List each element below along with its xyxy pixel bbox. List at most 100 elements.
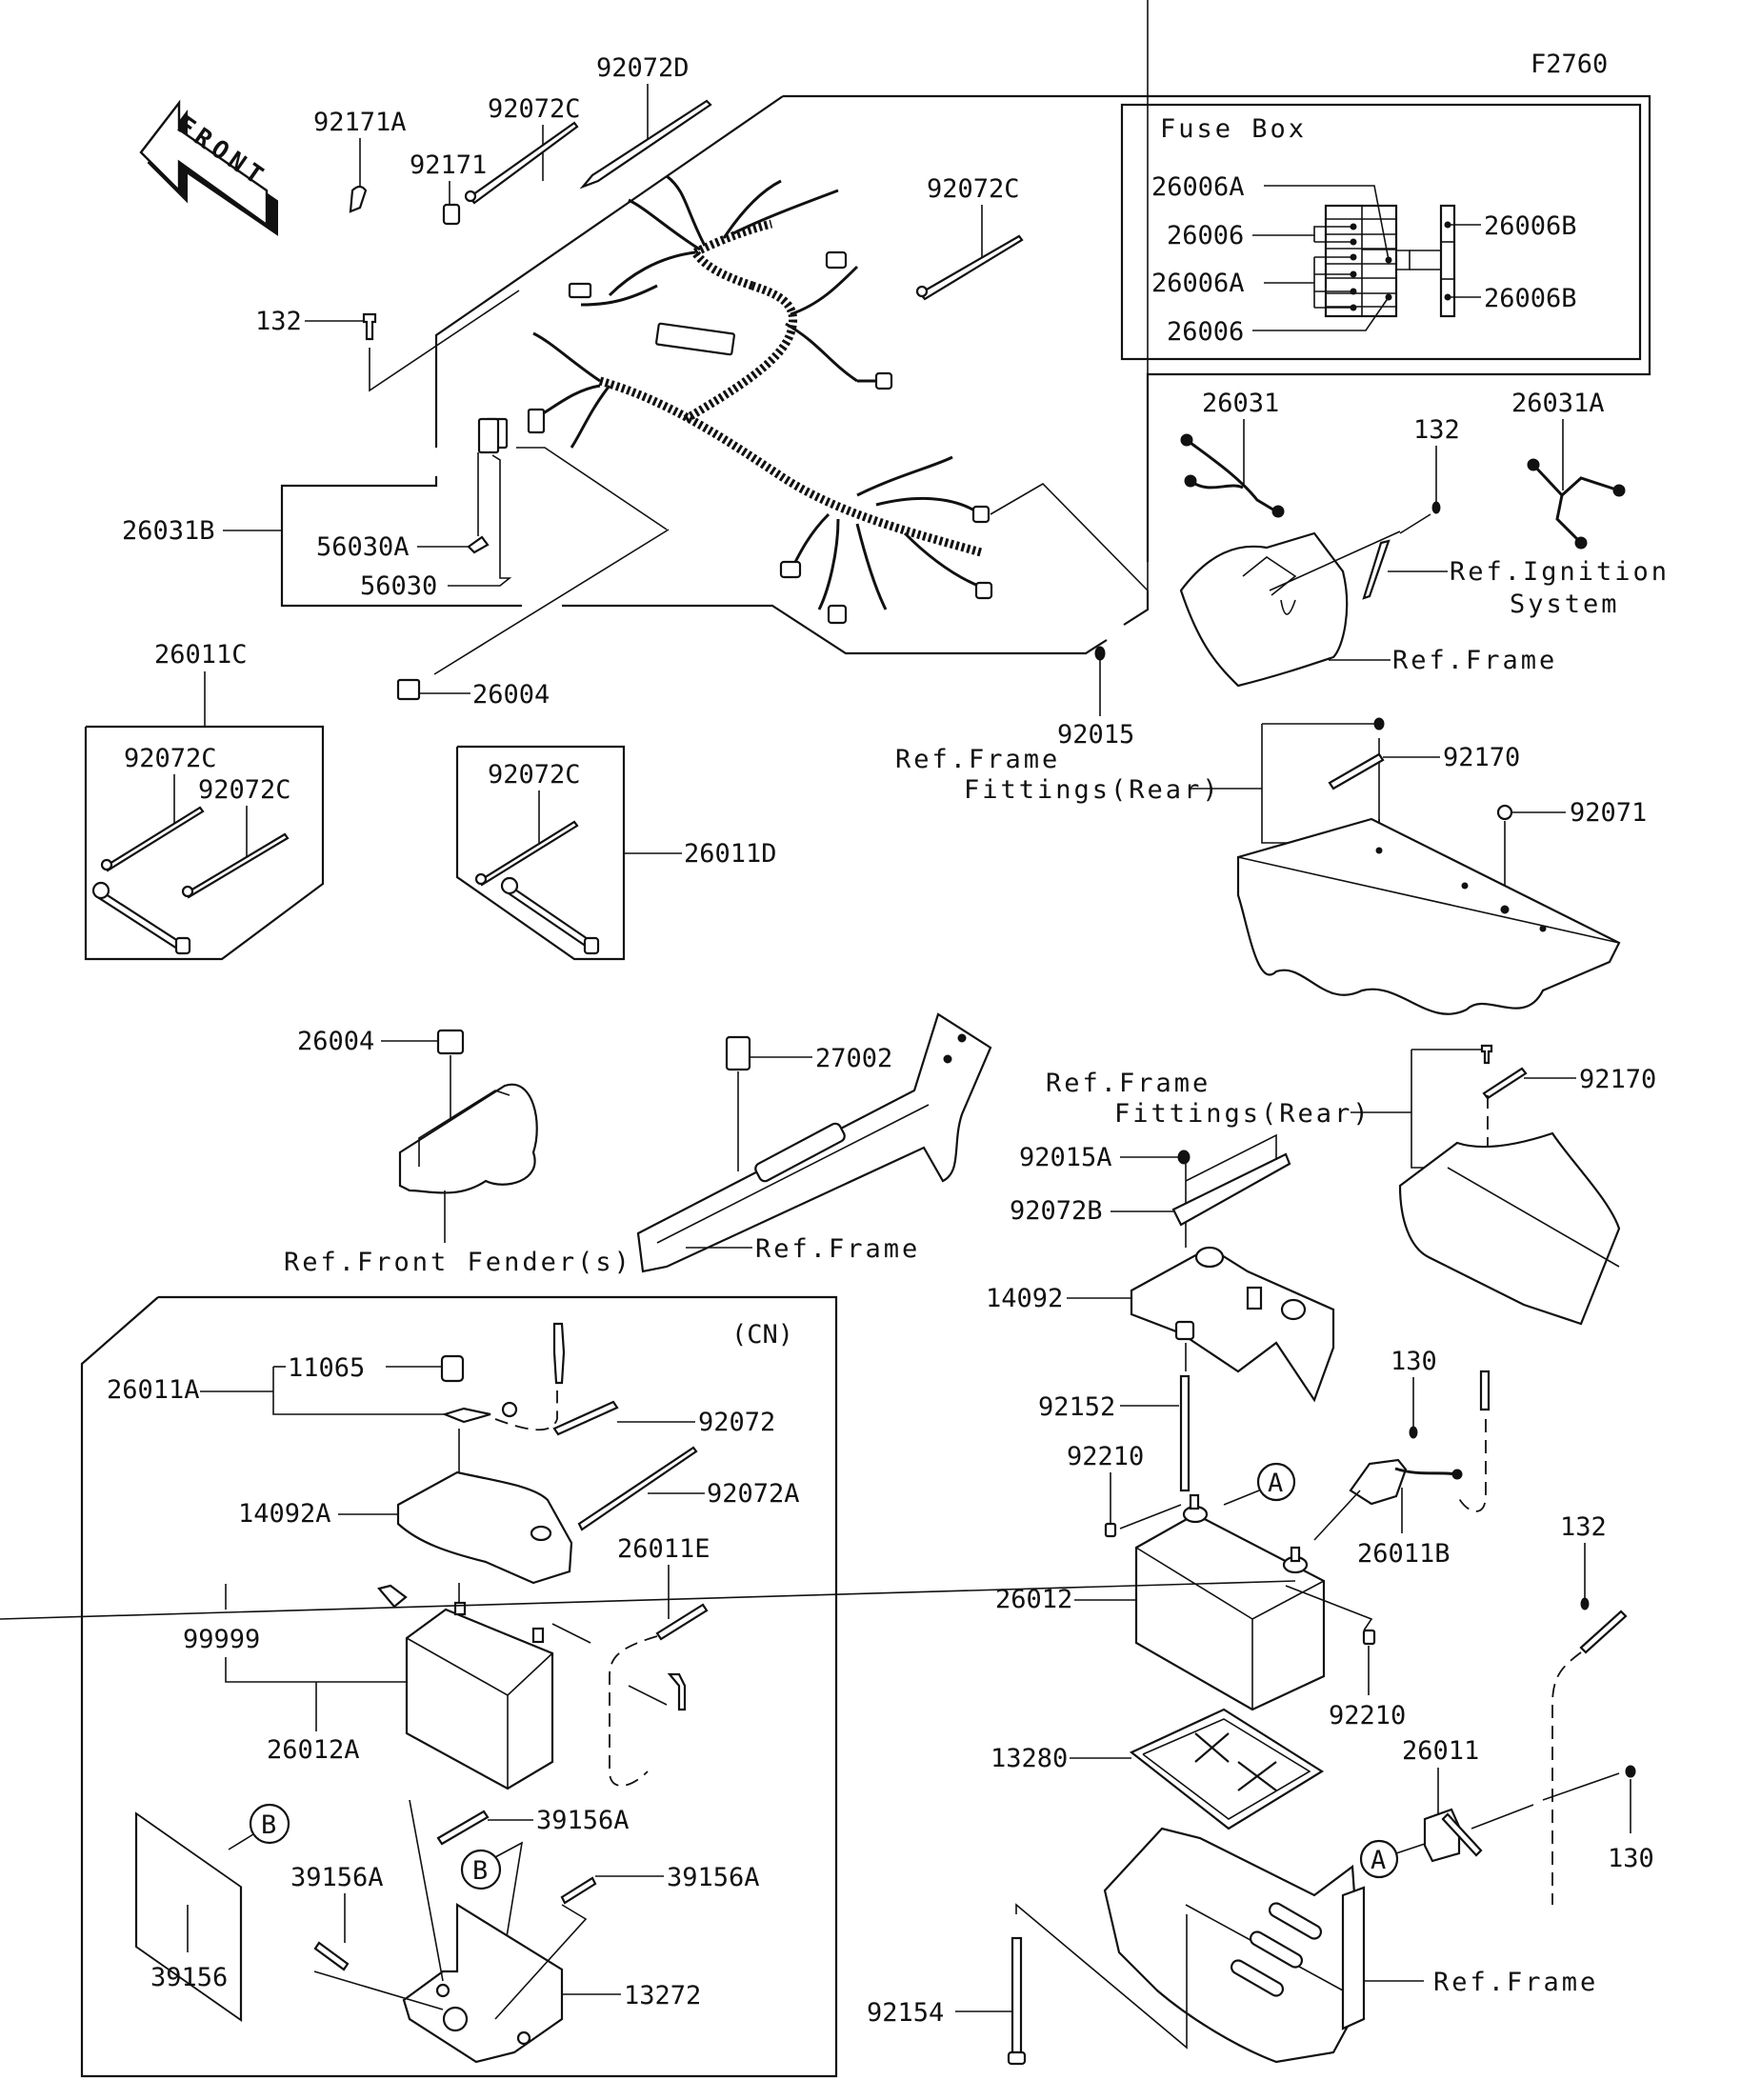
ref-front-fender: Ref.Front Fender(s) xyxy=(284,1248,632,1277)
label-sticker-99999-icon xyxy=(377,1584,408,1609)
bolt-92154-icon xyxy=(1011,1936,1023,2054)
label-99999: 99999 xyxy=(183,1625,260,1654)
label-56030A: 56030A xyxy=(316,532,410,562)
top-small-parts: 92171A 92072D 92072C 92171 132 92072C xyxy=(255,53,1024,392)
kit-26011D: 92072C 26011D xyxy=(455,745,777,961)
relay-27002-icon xyxy=(725,1035,751,1071)
label-92071: 92071 xyxy=(1570,798,1647,828)
nut-92071-icon xyxy=(1496,804,1513,821)
battery-26012-icon xyxy=(1134,1512,1326,1711)
fuse-box-title: Fuse Box xyxy=(1160,114,1307,144)
harness-group-labels: 26031B 56030A 56030 26004 92015 xyxy=(122,417,1134,750)
label-26006A-1: 26006A xyxy=(1151,172,1245,202)
label-92210-bottom: 92210 xyxy=(1329,1701,1406,1730)
label-26011A: 26011A xyxy=(107,1375,200,1405)
ref-ignition-system-line1: Ref.Ignition xyxy=(1450,557,1670,587)
label-92171A: 92171A xyxy=(313,108,407,137)
label-92072: 92072 xyxy=(698,1408,775,1437)
terminal-cover-26011B-icon xyxy=(1349,1458,1408,1506)
ref-ignition-system-line2: System xyxy=(1510,590,1620,619)
label-26006-2: 26006 xyxy=(1167,317,1244,347)
tie-92170-lower-icon xyxy=(1482,1067,1528,1100)
cover-14092A-icon xyxy=(396,1470,573,1585)
label-26004-top: 26004 xyxy=(472,680,550,710)
battery-holder-14092-icon xyxy=(1130,1246,1335,1403)
label-27002: 27002 xyxy=(815,1044,892,1073)
frame-bracket-icon xyxy=(1179,531,1349,688)
cn-region-label: (CN) xyxy=(731,1320,793,1350)
tie-92072C-right-icon xyxy=(918,234,1024,301)
label-92072C-right: 92072C xyxy=(927,174,1020,204)
frame-27002-section: 27002 Ref.Frame xyxy=(636,1012,992,1273)
clip-92171A-icon xyxy=(349,185,368,213)
sticker-39156-icon xyxy=(134,1811,243,2023)
label-26006B-1: 26006B xyxy=(1484,211,1577,241)
label-92015A: 92015A xyxy=(1019,1143,1112,1172)
clamp-92171-icon xyxy=(442,203,461,226)
pad-39156A-top-icon xyxy=(436,1810,490,1846)
ref-frame-fittings-upper-line2: Fittings(Rear) xyxy=(964,775,1221,805)
strap-92072B-icon xyxy=(1171,1152,1291,1227)
main-wire-harness xyxy=(484,174,993,625)
label-92210-top: 92210 xyxy=(1067,1442,1144,1471)
frame-battery-mount-icon xyxy=(1103,1827,1364,2064)
ref-frame-fittings-lower-line2: Fittings(Rear) xyxy=(1114,1099,1371,1129)
battery-section: Ref.Frame Fittings(Rear) 92170 92015A 92… xyxy=(0,1044,1656,2066)
tray-13280-icon xyxy=(1129,1708,1325,1830)
label-92072C-kit-c-2: 92072C xyxy=(198,775,291,805)
tie-92072D-icon xyxy=(579,99,712,190)
label-26011: 26011 xyxy=(1402,1736,1479,1766)
label-39156A-right: 39156A xyxy=(667,1863,760,1892)
label-26011E: 26011E xyxy=(617,1534,710,1564)
label-132-left: 132 xyxy=(255,307,302,336)
label-130-top: 130 xyxy=(1391,1347,1437,1376)
callout-A-1: A xyxy=(1268,1469,1283,1498)
label-92072D: 92072D xyxy=(596,53,690,83)
bracket-13272-icon xyxy=(402,1903,564,2064)
label-26031A: 26031A xyxy=(1511,389,1605,418)
label-39156: 39156 xyxy=(150,1963,228,1992)
callout-A-2: A xyxy=(1371,1846,1386,1875)
label-26012A: 26012A xyxy=(267,1735,360,1765)
ref-frame-fittings-upper-line1: Ref.Frame xyxy=(895,745,1060,774)
sub-harness-26031A-icon xyxy=(1531,463,1620,498)
label-92072C-kit-d: 92072C xyxy=(488,760,581,790)
label-26011C: 26011C xyxy=(154,640,248,670)
ref-frame-fittings-lower-line1: Ref.Frame xyxy=(1046,1069,1211,1098)
figure-id: F2760 xyxy=(1531,50,1608,79)
label-26006B-2: 26006B xyxy=(1484,284,1577,313)
label-92072B: 92072B xyxy=(1010,1196,1103,1226)
label-11065: 11065 xyxy=(288,1353,365,1383)
pad-39156A-right-icon xyxy=(560,1876,597,1905)
frame-fitting-rear-lower-icon xyxy=(1398,1131,1621,1326)
label-26006-1: 26006 xyxy=(1167,221,1244,250)
label-92015: 92015 xyxy=(1057,720,1134,750)
label-26006A-2: 26006A xyxy=(1151,269,1245,298)
label-92072C-top: 92072C xyxy=(488,94,581,124)
callout-B-2: B xyxy=(472,1856,488,1886)
relay-26004-icon xyxy=(436,1029,465,1055)
label-26011D: 26011D xyxy=(684,839,777,869)
label-14092A: 14092A xyxy=(238,1499,331,1529)
label-92170-upper: 92170 xyxy=(1443,743,1520,772)
label-132-ignition: 132 xyxy=(1413,415,1460,445)
label-92154: 92154 xyxy=(867,1998,944,2028)
cn-box: (CN) 26011A 11065 92072 92072A 14092A 99… xyxy=(80,1295,838,2078)
fuse-box-inset: Fuse Box xyxy=(1120,103,1642,361)
cap-11065-icon xyxy=(440,1354,465,1383)
label-26004-fender: 26004 xyxy=(297,1027,374,1056)
label-26031: 26031 xyxy=(1202,389,1279,418)
rear-fittings-upper: Ref.Frame Fittings(Rear) 92170 92071 xyxy=(895,717,1647,1015)
tie-92170-upper-icon xyxy=(1328,752,1385,790)
label-92072A: 92072A xyxy=(707,1479,800,1509)
kit-26011C: 26011C 92072C 92072C xyxy=(84,640,325,961)
label-39156A-top: 39156A xyxy=(536,1806,630,1835)
ref-frame-battery: Ref.Frame xyxy=(1433,1968,1598,1997)
label-13272: 13272 xyxy=(624,1981,701,2010)
sub-harness-26031-icon xyxy=(1186,438,1277,513)
label-132-battery: 132 xyxy=(1560,1512,1607,1542)
ignition-section: 26031 132 26031A Ref.Ignition System Ref… xyxy=(990,389,1670,688)
main-harness-frame xyxy=(280,0,1651,655)
label-92152: 92152 xyxy=(1038,1392,1115,1422)
label-92170-lower: 92170 xyxy=(1579,1065,1656,1094)
